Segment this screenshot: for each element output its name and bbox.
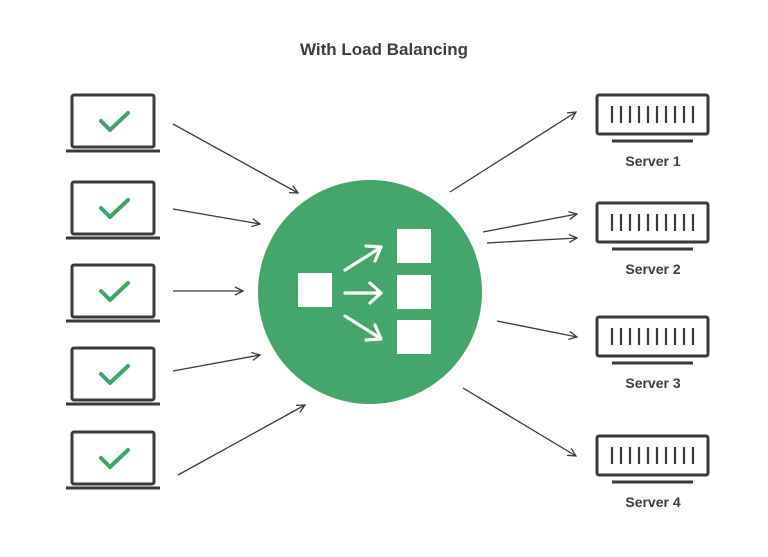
check-icon xyxy=(99,364,130,385)
client-laptop-3 xyxy=(66,263,160,323)
server-label-4: Server 4 xyxy=(625,494,681,510)
arrow-server-2b xyxy=(486,238,577,244)
check-icon xyxy=(99,111,130,132)
arrow-server-3 xyxy=(496,320,577,337)
target-square-3 xyxy=(397,320,431,354)
arrow-server-1 xyxy=(449,112,576,193)
server-label-1: Server 1 xyxy=(625,153,681,169)
client-laptop-2 xyxy=(66,180,160,240)
client-laptop-1 xyxy=(66,93,160,153)
load-balancer xyxy=(258,180,482,404)
server-1 xyxy=(595,93,710,143)
arrow-client-4 xyxy=(172,355,260,372)
client-laptop-4 xyxy=(66,346,160,406)
source-square xyxy=(298,273,332,307)
server-label-2: Server 2 xyxy=(625,261,681,277)
server-label-3: Server 3 xyxy=(625,375,681,391)
arrow-client-2 xyxy=(172,208,260,224)
check-icon xyxy=(99,281,130,302)
check-icon xyxy=(99,198,130,219)
arrow-client-1 xyxy=(172,123,298,193)
target-square-1 xyxy=(397,229,431,263)
arrow-client-5 xyxy=(177,405,305,476)
arrow-server-4 xyxy=(462,387,576,456)
client-laptop-5 xyxy=(66,430,160,490)
check-icon xyxy=(99,448,130,469)
diagram-title: With Load Balancing xyxy=(300,40,468,59)
server-4 xyxy=(595,434,710,484)
server-3 xyxy=(595,315,710,365)
server-2 xyxy=(595,201,710,251)
distribution-arrows-icon xyxy=(343,244,383,342)
arrow-server-2a xyxy=(482,214,577,233)
target-square-2 xyxy=(397,275,431,309)
